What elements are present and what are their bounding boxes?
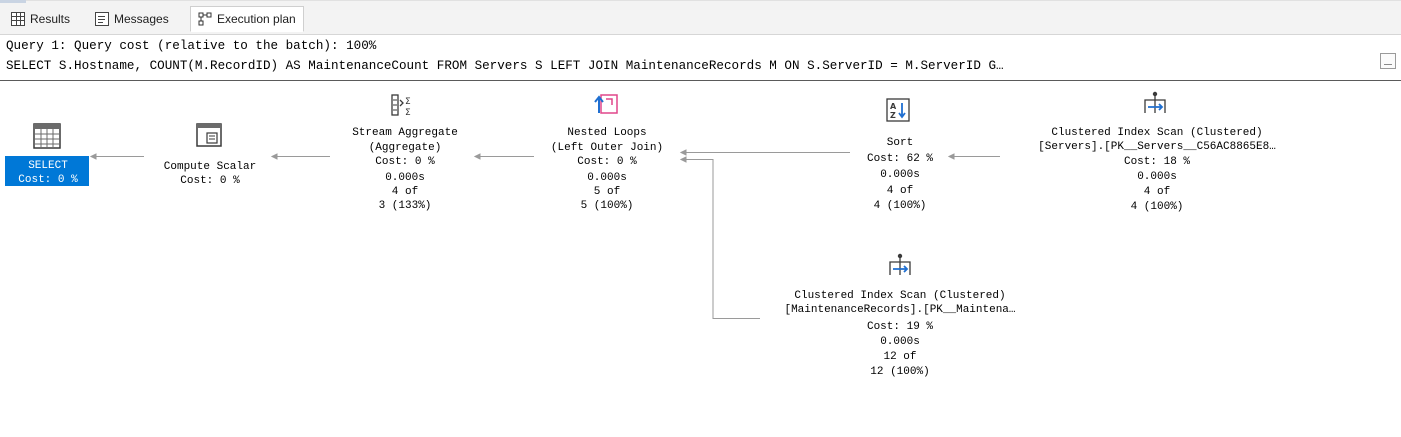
sort-title: Sort bbox=[886, 137, 914, 149]
plan-node-index-scan-maintenance[interactable]: Clustered Index Scan (Clustered) [Mainte… bbox=[745, 246, 1055, 396]
plan-connectors bbox=[89, 149, 1000, 319]
index-scan-maintenance-object: [MaintenanceRecords].[PK__Maintena… bbox=[784, 304, 1016, 316]
query-sql-text[interactable]: SELECT S.Hostname, COUNT(M.RecordID) AS … bbox=[6, 59, 1004, 73]
svg-text:Z: Z bbox=[890, 111, 896, 120]
index-scan-maintenance-title: Clustered Index Scan (Clustered) bbox=[794, 290, 1006, 302]
tab-strip-border bbox=[0, 0, 1401, 1]
execution-plan-canvas[interactable]: SELECT Cost: 0 % Compute Scalar Cost: 0 … bbox=[0, 81, 1401, 437]
header-separator bbox=[0, 80, 1401, 81]
tab-messages-label: Messages bbox=[114, 12, 169, 26]
nested-loops-icon bbox=[592, 91, 622, 124]
tab-strip-corner-accent bbox=[0, 0, 26, 3]
nested-loops-rows-estimate: 5 (100%) bbox=[580, 200, 634, 212]
clustered-index-scan-icon bbox=[1140, 89, 1170, 122]
query-cost-line: Query 1: Query cost (relative to the bat… bbox=[6, 39, 377, 53]
nested-loops-subtitle: (Left Outer Join) bbox=[550, 142, 664, 154]
tab-results-label: Results bbox=[30, 12, 71, 26]
index-scan-servers-object: [Servers].[PK__Servers__C56AC8865E8… bbox=[1038, 141, 1276, 153]
index-scan-servers-cost: Cost: 18 % bbox=[1123, 156, 1190, 168]
select-cost: Cost: 0 % bbox=[18, 174, 78, 186]
stream-aggregate-rows-estimate: 3 (133%) bbox=[378, 200, 432, 212]
plan-node-index-scan-servers[interactable]: Clustered Index Scan (Clustered) [Server… bbox=[1002, 81, 1312, 231]
index-scan-servers-time: 0.000s bbox=[1137, 171, 1177, 183]
nested-loops-cost: Cost: 0 % bbox=[577, 156, 637, 168]
nested-loops-rows: 5 of bbox=[593, 186, 621, 198]
sort-time: 0.000s bbox=[880, 169, 920, 181]
sort-icon: A Z bbox=[885, 97, 913, 130]
select-node-highlight bbox=[5, 156, 89, 186]
tab-execution-plan-label: Execution plan bbox=[217, 12, 296, 26]
show-full-query-button[interactable] bbox=[1380, 53, 1396, 69]
plan-node-sort[interactable]: A Z Sort Cost: 62 % 0.000s 4 of 4 (100%) bbox=[840, 81, 960, 231]
stream-aggregate-icon: Σ Σ bbox=[389, 92, 419, 125]
grid-icon bbox=[11, 12, 25, 26]
select-result-icon bbox=[32, 121, 62, 156]
svg-text:A: A bbox=[890, 102, 897, 111]
compute-scalar-cost: Cost: 0 % bbox=[180, 175, 240, 187]
compute-scalar-icon bbox=[195, 122, 225, 155]
stream-aggregate-subtitle: (Aggregate) bbox=[368, 142, 442, 154]
results-tab-strip: Results Messages Execution plan bbox=[0, 0, 1401, 35]
plan-node-stream-aggregate[interactable]: Σ Σ Stream Aggregate (Aggregate) Cost: 0… bbox=[320, 81, 490, 231]
sort-cost: Cost: 62 % bbox=[866, 153, 933, 165]
nested-loops-time: 0.000s bbox=[587, 172, 627, 184]
svg-text:Σ: Σ bbox=[405, 108, 411, 118]
clustered-index-scan-icon bbox=[885, 251, 915, 284]
index-scan-maintenance-rows-estimate: 12 (100%) bbox=[870, 366, 930, 378]
plan-node-nested-loops[interactable]: Nested Loops (Left Outer Join) Cost: 0 %… bbox=[522, 81, 692, 231]
index-scan-maintenance-time: 0.000s bbox=[880, 336, 920, 348]
stream-aggregate-title: Stream Aggregate bbox=[352, 127, 458, 139]
sort-rows-estimate: 4 (100%) bbox=[873, 200, 927, 212]
plan-node-select[interactable]: SELECT Cost: 0 % bbox=[0, 81, 96, 201]
plan-node-compute-scalar[interactable]: Compute Scalar Cost: 0 % bbox=[140, 81, 280, 201]
messages-icon bbox=[95, 12, 109, 26]
stream-aggregate-cost: Cost: 0 % bbox=[375, 156, 435, 168]
svg-text:Σ: Σ bbox=[405, 97, 411, 107]
nested-loops-title: Nested Loops bbox=[567, 127, 647, 139]
tab-execution-plan[interactable]: Execution plan bbox=[190, 6, 304, 32]
stream-aggregate-time: 0.000s bbox=[385, 172, 425, 184]
index-scan-maintenance-cost: Cost: 19 % bbox=[866, 321, 933, 333]
index-scan-servers-title: Clustered Index Scan (Clustered) bbox=[1051, 127, 1263, 139]
sort-rows: 4 of bbox=[886, 185, 914, 197]
query-header: Query 1: Query cost (relative to the bat… bbox=[0, 34, 1401, 80]
stream-aggregate-rows: 4 of bbox=[391, 186, 419, 198]
compute-scalar-title: Compute Scalar bbox=[163, 161, 257, 173]
execution-plan-icon bbox=[198, 12, 212, 26]
index-scan-servers-rows-estimate: 4 (100%) bbox=[1130, 201, 1184, 213]
tab-messages[interactable]: Messages bbox=[88, 7, 176, 31]
select-title: SELECT bbox=[28, 160, 68, 172]
index-scan-maintenance-rows: 12 of bbox=[883, 351, 917, 363]
tab-results[interactable]: Results bbox=[4, 7, 77, 31]
index-scan-servers-rows: 4 of bbox=[1143, 186, 1171, 198]
